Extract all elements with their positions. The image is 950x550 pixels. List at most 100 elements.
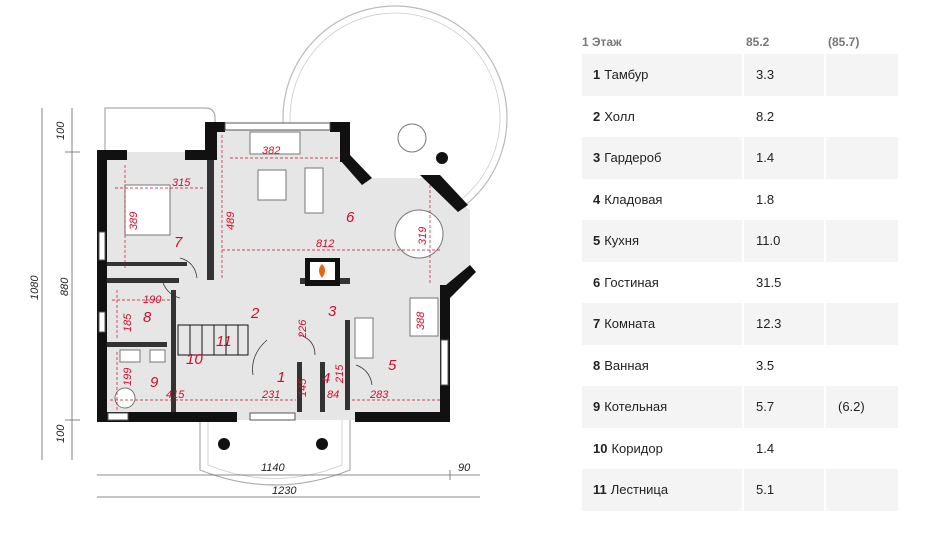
outer-dimension-label: 90 <box>458 462 471 474</box>
room-name: Холл <box>604 108 635 124</box>
floor-plan: 382 315 389 489 812 319 190 185 226 388 … <box>29 5 508 498</box>
room-number: 10 <box>186 351 203 368</box>
room-area: 1.4 <box>742 137 824 179</box>
header-floor-label: 1 Этаж <box>582 35 622 49</box>
room-name: Коридор <box>611 440 663 456</box>
room-index: 5 <box>593 233 601 249</box>
balcony <box>104 107 216 155</box>
porch-column <box>218 438 230 450</box>
room-index: 4 <box>593 191 601 207</box>
room-number: 6 <box>346 209 355 226</box>
dimension-label: 382 <box>262 145 280 157</box>
room-name: Комната <box>604 316 656 332</box>
header-alt-area: (85.7) <box>828 35 860 49</box>
room-area: 11.0 <box>742 220 824 262</box>
room-area: 3.5 <box>742 344 824 386</box>
dimension-label: 215 <box>334 364 346 384</box>
dimension-label: 489 <box>225 212 237 230</box>
room-alt-area: (6.2) <box>824 386 898 428</box>
room-number: 4 <box>322 370 330 387</box>
dimension-label: 283 <box>369 389 389 401</box>
room-alt-area <box>824 220 898 262</box>
room-alt-area <box>824 303 898 345</box>
room-index: 3 <box>593 150 601 166</box>
room-alt-area <box>824 54 898 96</box>
outer-dimension-label: 1230 <box>272 485 297 497</box>
entrance-porch-inner <box>207 418 343 479</box>
room-area: 31.5 <box>742 261 824 303</box>
room-area: 5.7 <box>742 386 824 428</box>
stairs <box>177 324 249 356</box>
room-alt-area <box>824 469 898 511</box>
garden-lamp <box>436 152 448 164</box>
room-name: Гостиная <box>604 274 659 290</box>
room-index: 6 <box>593 274 601 290</box>
room-area: 5.1 <box>742 469 824 511</box>
room-name: Ванная <box>604 357 649 373</box>
room-index: 7 <box>593 316 601 332</box>
room-name: Кладовая <box>604 191 663 207</box>
room-name: Тамбур <box>604 67 649 83</box>
room-index: 8 <box>593 357 601 373</box>
room-area: 8.2 <box>742 95 824 137</box>
outer-dimension-label: 880 <box>59 277 71 296</box>
room-alt-area <box>824 178 898 220</box>
room-index: 10 <box>593 440 608 456</box>
room-alt-area <box>824 427 898 469</box>
dimension-label: 185 <box>122 313 134 332</box>
dimension-label: 84 <box>327 389 339 401</box>
dimension-label: 415 <box>166 389 185 401</box>
room-number: 8 <box>143 309 152 326</box>
dimension-label: 226 <box>297 319 309 339</box>
dimension-lines <box>110 135 440 410</box>
outer-dimension-lines <box>41 108 480 498</box>
fireplace <box>305 258 340 286</box>
room-number: 11 <box>216 333 232 350</box>
room-name: Гардероб <box>604 150 662 166</box>
room-alt-area <box>824 261 898 303</box>
room-alt-area <box>824 137 898 179</box>
outer-dimension-label: 100 <box>55 424 67 443</box>
room-name: Котельная <box>604 399 668 415</box>
dimension-label: 388 <box>415 311 427 330</box>
furniture <box>114 123 444 409</box>
entrance-porch <box>199 418 351 486</box>
dimension-label: 145 <box>297 378 309 397</box>
room-number: 7 <box>174 234 183 251</box>
room-alt-area <box>824 344 898 386</box>
dimension-label: 315 <box>172 177 191 189</box>
room-index: 1 <box>593 67 601 83</box>
room-area: 1.4 <box>742 427 824 469</box>
room-index: 2 <box>593 108 601 124</box>
room-index: 11 <box>593 482 607 498</box>
dimension-label: 389 <box>128 212 140 230</box>
header-total-area: 85.2 <box>746 35 770 49</box>
dimension-label: 231 <box>261 389 280 401</box>
outer-dimension-label: 100 <box>55 121 67 140</box>
door-swings <box>162 257 373 386</box>
room-name: Кухня <box>604 233 640 249</box>
dimension-label: 199 <box>122 368 134 386</box>
dimension-label: 190 <box>143 294 162 306</box>
